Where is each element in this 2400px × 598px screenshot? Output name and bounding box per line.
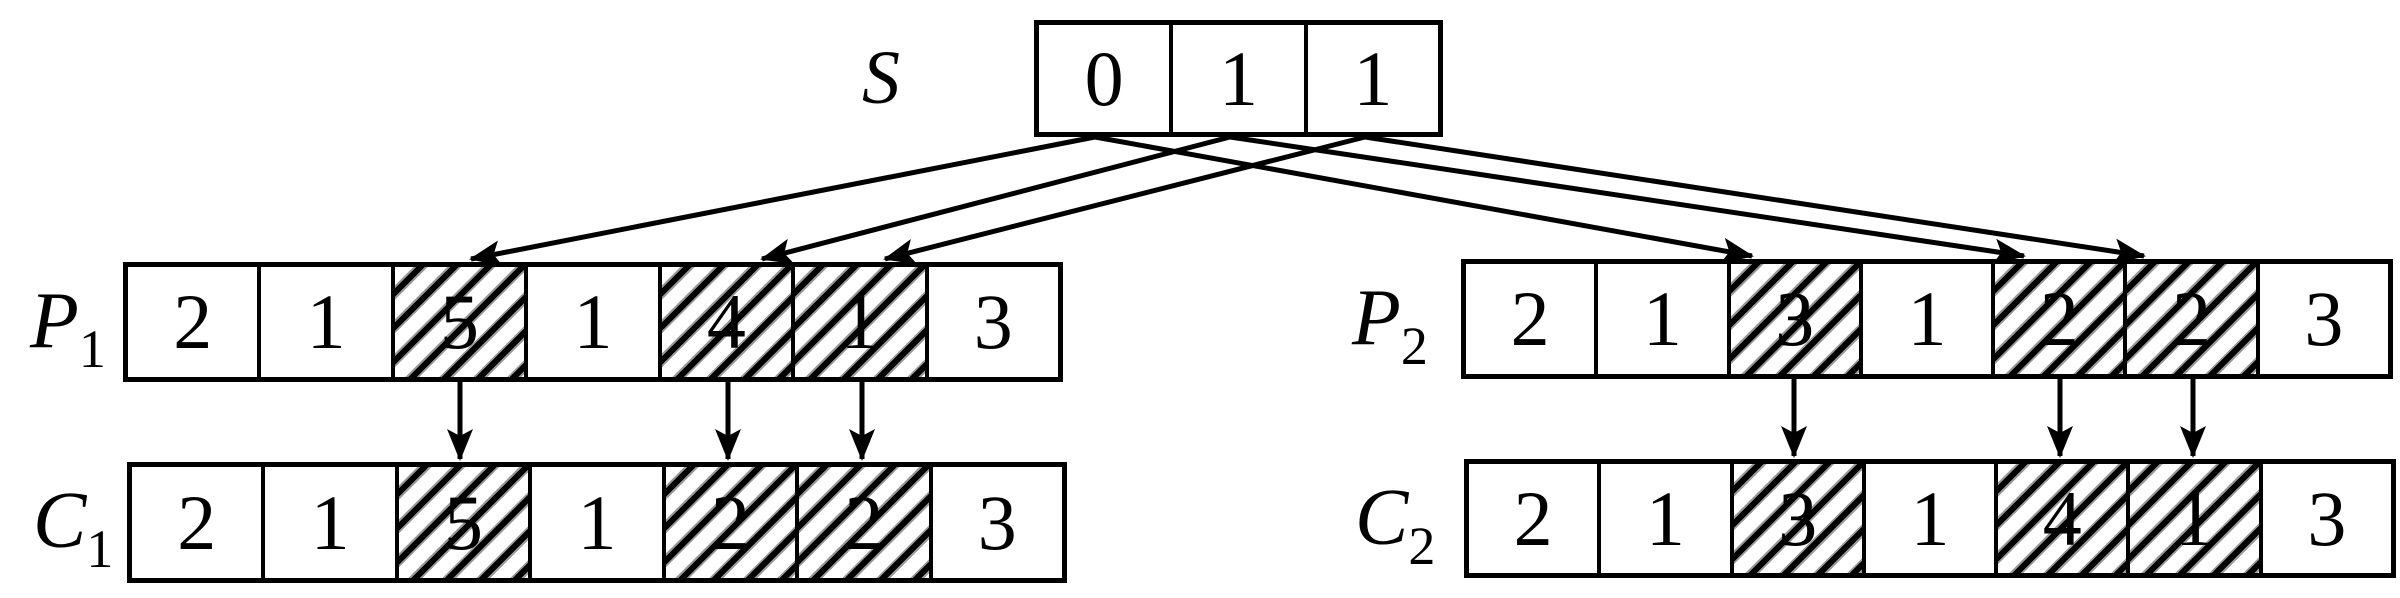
gene-cell: 1 xyxy=(528,267,662,377)
arrow-mask3-to-p1-gene6-icon xyxy=(883,134,1366,265)
gene-cell-selected: 2 xyxy=(799,467,933,578)
arrow-mask1-to-p1-gene3-icon xyxy=(469,134,1096,267)
mask-label-letter: S xyxy=(862,36,900,120)
mask-cell: 0 xyxy=(1039,25,1174,132)
mask-cell: 1 xyxy=(1307,25,1438,132)
child1-label-subscript: 1 xyxy=(86,519,114,579)
child2-array: 2 1 3 1 4 1 3 xyxy=(1464,459,2396,578)
gene-cell: 3 xyxy=(2259,264,2388,374)
gene-cell: 3 xyxy=(932,467,1062,578)
gene-cell-selected: 4 xyxy=(661,267,796,377)
parent1-array: 2 1 5 1 4 1 3 xyxy=(123,262,1063,382)
parent1-label: P1 xyxy=(30,281,106,389)
mask-label: S xyxy=(862,40,900,116)
gene-cell-selected: 1 xyxy=(2130,464,2263,573)
mask-cell: 1 xyxy=(1173,25,1308,132)
gene-cell-selected: 2 xyxy=(1995,264,2128,374)
gene-cell: 1 xyxy=(265,467,399,578)
arrow-mask1-to-p2-gene3-icon xyxy=(1094,134,1754,264)
arrow-mask2-to-p1-gene5-icon xyxy=(760,134,1231,265)
gene-cell-selected: 5 xyxy=(398,467,533,578)
mask-array: 0 1 1 xyxy=(1034,20,1443,137)
gene-cell-selected: 3 xyxy=(1730,264,1863,374)
child1-array: 2 1 5 1 2 2 3 xyxy=(127,462,1067,583)
child2-label-subscript: 2 xyxy=(1408,516,1436,576)
gene-cell: 1 xyxy=(261,267,395,377)
gene-cell: 1 xyxy=(1598,264,1731,374)
gene-cell-selected: 1 xyxy=(795,267,929,377)
gene-cell-selected: 2 xyxy=(2127,264,2260,374)
gene-cell: 1 xyxy=(532,467,666,578)
gene-cell-selected: 4 xyxy=(1998,464,2131,573)
child2-label-letter: C xyxy=(1355,474,1409,562)
child1-label-letter: C xyxy=(33,477,87,565)
arrow-mask2-to-p2-gene5-icon xyxy=(1229,134,2026,265)
arrow-mask3-to-p2-gene6-icon xyxy=(1364,134,2146,265)
parent1-label-letter: P xyxy=(30,277,79,365)
gene-cell: 1 xyxy=(1862,264,1996,374)
gene-cell-selected: 5 xyxy=(394,267,529,377)
child2-label: C2 xyxy=(1355,478,1435,586)
gene-cell: 3 xyxy=(2262,464,2391,573)
gene-cell: 2 xyxy=(128,267,262,377)
gene-cell: 2 xyxy=(1466,264,1599,374)
gene-cell-selected: 2 xyxy=(665,467,800,578)
parent2-array: 2 1 3 1 2 2 3 xyxy=(1461,259,2393,379)
gene-cell-selected: 3 xyxy=(1733,464,1866,573)
gene-cell: 2 xyxy=(1469,464,1602,573)
parent2-label-subscript: 2 xyxy=(1400,316,1428,376)
parent1-label-subscript: 1 xyxy=(78,319,106,379)
child1-label: C1 xyxy=(33,481,113,589)
parent2-label-letter: P xyxy=(1352,274,1401,362)
parent2-label: P2 xyxy=(1352,278,1428,386)
gene-cell: 2 xyxy=(132,467,266,578)
gene-cell: 1 xyxy=(1865,464,1999,573)
gene-cell: 1 xyxy=(1601,464,1734,573)
gene-cell: 3 xyxy=(928,267,1058,377)
